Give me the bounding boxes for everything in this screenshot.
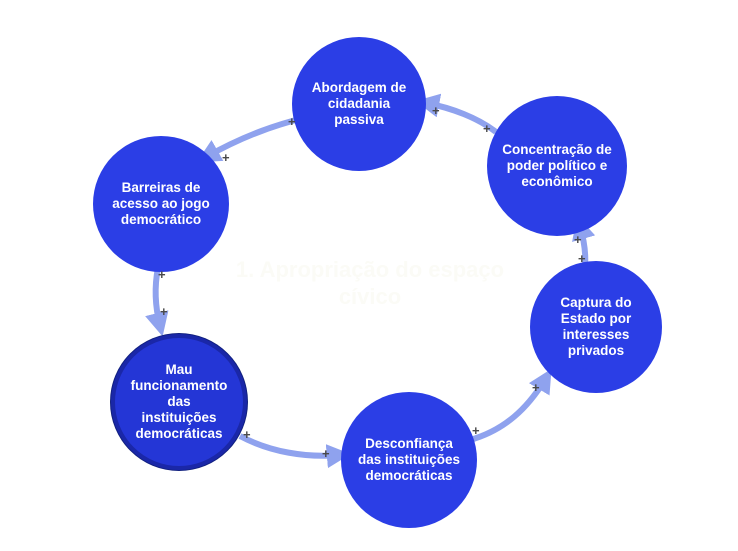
node-label: Abordagem de cidadania passiva <box>311 80 407 127</box>
node-label: Mau funcionamento das instituições democ… <box>130 362 228 441</box>
plus-sign: + <box>578 251 586 266</box>
node-label: Barreiras de acesso ao jogo democrático <box>112 180 210 227</box>
plus-sign: + <box>322 446 330 461</box>
arrow-barreiras-to-mau-funcionamento <box>145 267 169 337</box>
plus-sign: + <box>222 150 230 165</box>
plus-sign: + <box>160 304 168 319</box>
node-label: Captura do Estado por interesses privado… <box>560 295 632 358</box>
plus-sign: + <box>158 267 166 282</box>
center-title: 1. Apropriação do espaço cívico <box>235 257 505 309</box>
plus-sign: + <box>574 232 582 247</box>
arrow-mau-funcionamento-to-desconfianca <box>238 433 351 469</box>
node-barreiras-acesso: Barreiras de acesso ao jogo democrático <box>93 136 229 272</box>
node-concentracao-poder: Concentração de poder político e econômi… <box>487 96 627 236</box>
arrow-desconfianca-to-captura <box>469 368 552 443</box>
plus-sign: + <box>472 423 480 438</box>
plus-sign: + <box>243 427 251 442</box>
node-mau-funcionamento: Mau funcionamento das instituições democ… <box>111 334 247 470</box>
plus-sign: + <box>288 114 296 129</box>
node-abordagem-cidadania-passiva: Abordagem de cidadania passiva <box>292 37 426 171</box>
node-desconfianca-instituicoes: Desconfiança das instituições democrátic… <box>341 392 477 528</box>
plus-sign: + <box>432 103 440 118</box>
node-label: Concentração de poder político e econômi… <box>502 142 612 189</box>
arrow-concentracao-to-abordagem <box>415 93 498 135</box>
node-captura-estado: Captura do Estado por interesses privado… <box>530 261 662 393</box>
plus-sign: + <box>532 380 540 395</box>
plus-sign: + <box>483 121 491 136</box>
node-label: Desconfiança das instituições democrátic… <box>357 436 461 483</box>
